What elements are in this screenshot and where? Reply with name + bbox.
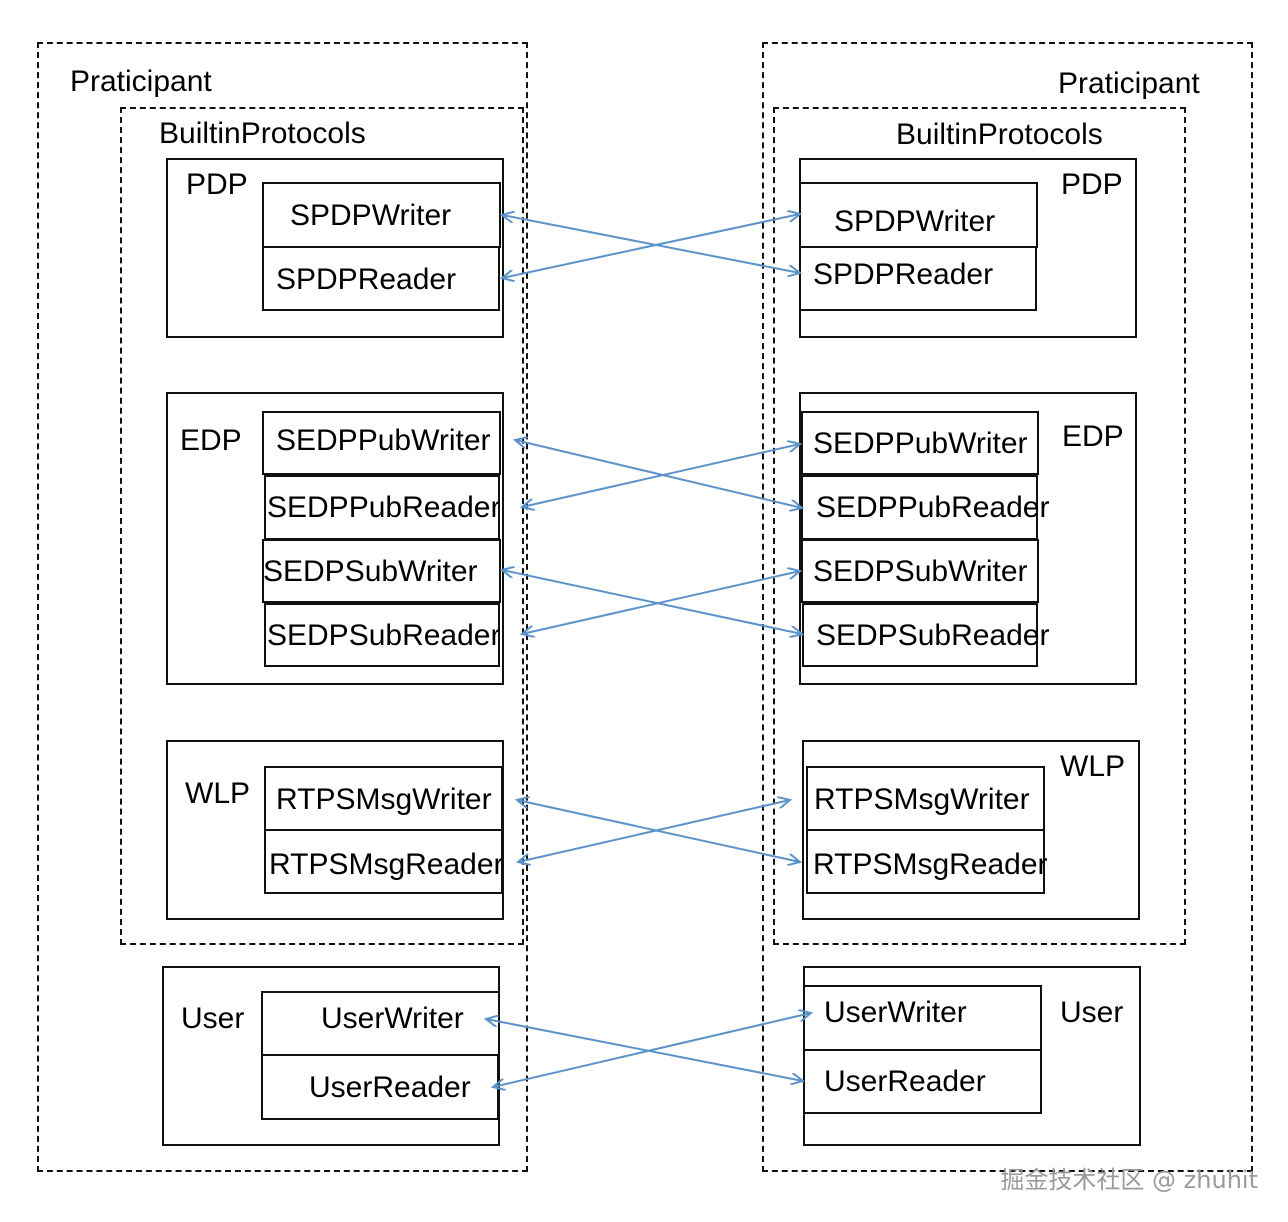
watermark: 掘金技术社区 @ zhuhit xyxy=(1000,1166,1258,1194)
rtps-msg-reader-box-right xyxy=(806,829,1045,894)
user-writer-label-left: UserWriter xyxy=(321,1002,464,1035)
sedp-pub-reader-label-right: SEDPPubReader xyxy=(816,491,1050,524)
user-reader-label-left: UserReader xyxy=(309,1071,471,1104)
arrow-sedp-sub-reader-to-right-sub-writer xyxy=(522,571,800,634)
wlp-label-left: WLP xyxy=(185,777,251,810)
sedp-sub-reader-label-right: SEDPSubReader xyxy=(816,619,1050,652)
arrow-spdp-reader-to-right-writer xyxy=(502,214,800,278)
rtps-msg-writer-label-left: RTPSMsgWriter xyxy=(276,783,492,816)
sedp-pub-writer-box-left xyxy=(262,411,501,475)
pdp-label-right: PDP xyxy=(1061,168,1123,201)
rtps-msg-reader-label-right: RTPSMsgReader xyxy=(813,848,1048,881)
arrow-user-reader-to-right-writer xyxy=(493,1013,811,1087)
arrow-user-writer-to-right-reader xyxy=(486,1019,803,1081)
sedp-pub-reader-label-left: SEDPPubReader xyxy=(267,491,501,524)
edp-label-right: EDP xyxy=(1062,420,1124,453)
sedp-sub-reader-box-left xyxy=(264,603,500,667)
user-label-right: User xyxy=(1060,996,1124,1029)
sedp-sub-writer-label-left: SEDPSubWriter xyxy=(263,555,478,588)
edp-label-left: EDP xyxy=(180,424,242,457)
spdp-writer-label-right: SPDPWriter xyxy=(834,205,996,238)
edp-group-right xyxy=(799,392,1137,685)
user-label-left: User xyxy=(181,1002,245,1035)
sedp-sub-reader-label-left: SEDPSubReader xyxy=(267,619,501,652)
wlp-group-right xyxy=(802,740,1140,920)
builtin-protocols-left-title: BuiltinProtocols xyxy=(159,117,366,150)
wlp-label-right: WLP xyxy=(1060,750,1126,783)
edp-group-left xyxy=(166,392,504,685)
builtin-protocols-right xyxy=(773,107,1186,945)
arrow-sedp-pub-reader-to-right-pub-writer xyxy=(522,444,800,507)
pdp-label-left: PDP xyxy=(186,168,248,201)
user-writer-label-right: UserWriter xyxy=(824,996,967,1029)
rtps-msg-writer-label-right: RTPSMsgWriter xyxy=(814,783,1030,816)
builtin-protocols-right-title: BuiltinProtocols xyxy=(896,118,1103,151)
spdp-reader-box-left xyxy=(262,246,500,311)
wlp-group-left xyxy=(166,740,504,920)
arrow-rtps-reader-to-right-writer xyxy=(518,800,790,862)
rtps-msg-reader-box-left xyxy=(264,829,503,894)
user-reader-label-right: UserReader xyxy=(824,1065,986,1098)
sedp-pub-writer-label-left: SEDPPubWriter xyxy=(276,424,491,457)
arrow-sedp-pub-writer-to-right-pub-reader xyxy=(515,440,802,508)
participant-right-title: Praticipant xyxy=(1058,67,1200,100)
sedp-sub-writer-label-right: SEDPSubWriter xyxy=(813,555,1028,588)
spdp-reader-label-right: SPDPReader xyxy=(813,258,994,291)
spdp-writer-label-left: SPDPWriter xyxy=(290,199,452,232)
sedp-pub-writer-label-right: SEDPPubWriter xyxy=(813,427,1028,460)
spdp-reader-label-left: SPDPReader xyxy=(276,263,457,296)
builtin-protocols-left xyxy=(120,107,524,945)
rtps-msg-reader-label-left: RTPSMsgReader xyxy=(269,848,504,881)
participant-left-title: Praticipant xyxy=(70,65,212,98)
arrow-sedp-sub-writer-to-right-sub-reader xyxy=(502,570,802,634)
